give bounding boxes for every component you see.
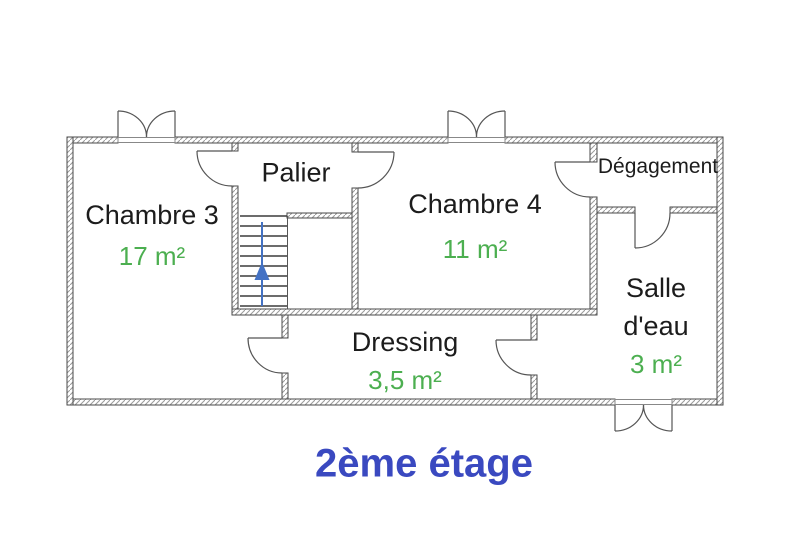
french-door-chambre4 [447, 110, 506, 138]
salle-deau-name-line1: Salle [625, 273, 687, 303]
room-label-degagement: Dégagement [598, 155, 718, 179]
door-dressing-left [247, 337, 283, 374]
salle-deau-area: 3 m² [629, 349, 682, 379]
chambre4-name: Chambre 4 [408, 189, 542, 219]
room-label-chambre3: Chambre 3 17 m² [85, 195, 219, 277]
room-label-salle-deau: Salle d'eau 3 m² [623, 269, 688, 383]
dressing-name: Dressing [351, 327, 459, 357]
door-degagement-chambre4 [554, 161, 591, 198]
chambre3-name: Chambre 3 [85, 200, 219, 230]
interior-walls [231, 142, 718, 400]
door-palier-chambre3 [196, 150, 233, 187]
dressing-area: 3,5 m² [368, 365, 442, 395]
door-palier-chambre4 [357, 151, 395, 189]
room-label-dressing: Dressing 3,5 m² [352, 323, 459, 399]
chambre3-area: 17 m² [118, 241, 186, 271]
salle-deau-name-line2: d'eau [623, 311, 689, 341]
french-door-salle-deau [614, 404, 673, 432]
doors [117, 110, 673, 432]
stair-up-arrow [254, 222, 270, 306]
door-dressing-right [495, 339, 532, 376]
room-label-chambre4: Chambre 4 11 m² [408, 182, 542, 272]
door-sills [117, 137, 673, 405]
room-label-palier: Palier [261, 158, 330, 189]
degagement-name: Dégagement [597, 155, 719, 178]
staircase [240, 215, 288, 309]
door-degagement-salle-deau [634, 212, 671, 249]
french-door-chambre3 [117, 110, 176, 138]
outer-walls [66, 136, 724, 406]
palier-name: Palier [261, 157, 331, 188]
floor-title: 2ème étage [315, 441, 533, 486]
chambre4-area: 11 m² [442, 234, 508, 264]
